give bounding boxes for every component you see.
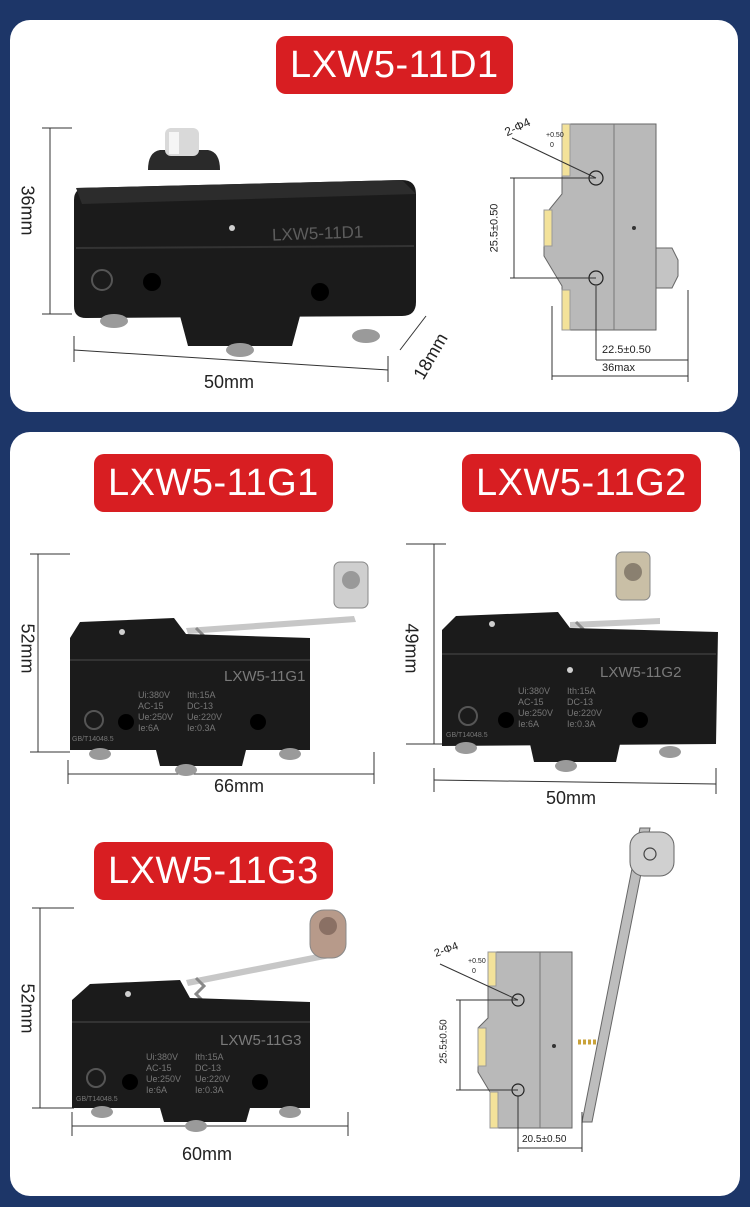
hole-tol-top-g3: +0.50	[468, 958, 486, 965]
body-model-text-g3: LXW5-11G3	[220, 1032, 302, 1049]
standard-text-g2: GB/T14048.5	[446, 732, 488, 739]
product-panel-d1: LXW5-11D1 LXW5-11D1 36mm 50mm 18mm	[10, 20, 738, 412]
pitch-dim-g3: 25.5±0.50	[438, 1019, 450, 1064]
model-badge-g2: LXW5-11G2	[462, 454, 701, 512]
switch-photo-g3	[32, 907, 349, 1136]
width-label-g1: 66mm	[214, 776, 265, 796]
hole-tol-bottom-g3: 0	[472, 968, 476, 975]
pitch-dim: 25.5±0.50	[488, 203, 501, 253]
body-model-text-g2: LXW5-11G2	[600, 664, 682, 681]
model-badge-d1: LXW5-11D1	[276, 36, 513, 94]
height-label-g1: 52mm	[17, 623, 38, 674]
offset-dim: 22.5±0.50	[602, 344, 651, 356]
width-label-g3: 60mm	[182, 1144, 233, 1164]
max-dim: 36max	[602, 362, 636, 374]
height-label-g3: 52mm	[17, 983, 38, 1034]
width-label: 50mm	[204, 372, 255, 392]
body-model-text-g1: LXW5-11G1	[224, 668, 306, 685]
switch-drawings	[30, 543, 718, 1152]
hole-tol-bottom: 0	[550, 142, 554, 149]
standard-text-g3: GB/T14048.5	[76, 1096, 118, 1103]
product-panel-g-series: LXW5-11G1 LXW5-11G2 LXW5-11G3	[10, 432, 740, 1196]
hole-tol-top: +0.50	[546, 132, 564, 139]
standard-text-g1: GB/T14048.5	[72, 736, 114, 743]
switch-photo-d1	[42, 127, 427, 382]
model-badge-g1: LXW5-11G1	[94, 454, 333, 512]
switch-photo-g2	[406, 543, 718, 794]
tech-drawing-g3	[439, 827, 675, 1152]
height-label-g2: 49mm	[401, 623, 422, 674]
offset-dim-g3: 20.5±0.50	[522, 1134, 567, 1145]
model-badge-g3: LXW5-11G3	[94, 842, 333, 900]
switch-photo-g1	[30, 553, 375, 784]
tech-drawing-d1	[510, 123, 689, 382]
width-label-g2: 50mm	[546, 788, 597, 808]
